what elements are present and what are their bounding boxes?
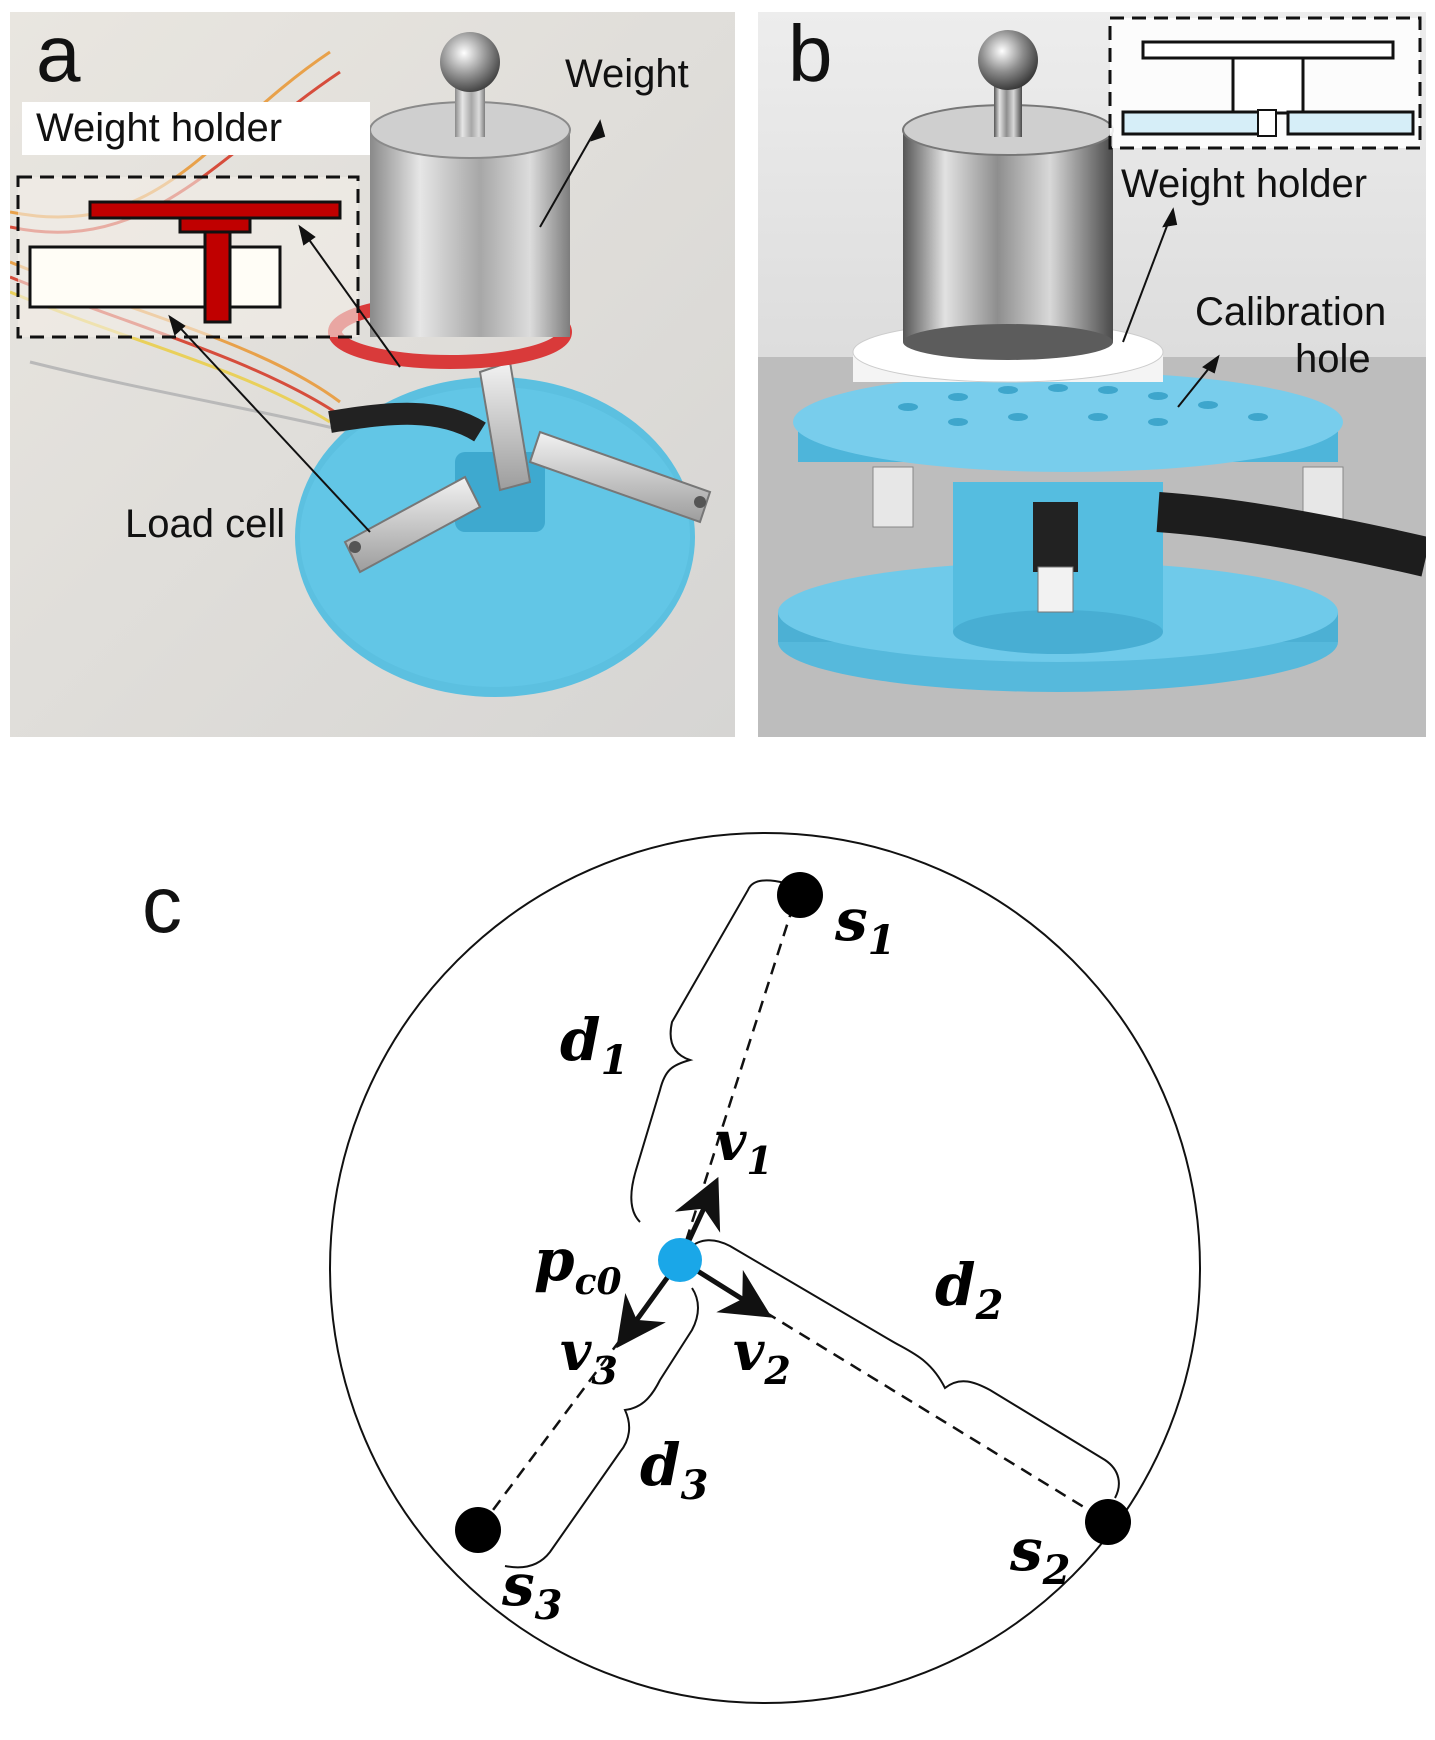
panel-a-letter: a <box>36 12 81 98</box>
panel-b-letter: b <box>788 12 833 98</box>
top-plate <box>793 372 1343 472</box>
panel-b: b Weight holder Calibration hole <box>758 12 1426 737</box>
label-d2: d2 <box>935 1251 1003 1329</box>
panel-a-photo <box>10 12 735 737</box>
holder-schematic-b <box>1108 16 1422 150</box>
brace-d3 <box>504 1287 699 1569</box>
platform-circle <box>329 832 1201 1704</box>
label-s1: s1 <box>834 886 896 964</box>
panel-a: a Weight Weight holder Load cell <box>10 12 735 737</box>
load-cell-label: Load cell <box>125 502 286 546</box>
line-s3 <box>476 1259 682 1531</box>
panel-a-arrows <box>168 119 606 533</box>
sensor-s3 <box>455 1507 501 1553</box>
label-v3: v3 <box>560 1319 618 1393</box>
load-cell-bars <box>343 360 712 574</box>
panel-c-letter: c <box>142 860 182 949</box>
sensor-lines <box>476 899 1106 1531</box>
center-point <box>658 1238 702 1282</box>
panel-c-diagram: s1 s2 s3 pc0 v1 v2 v3 d1 d2 d3 <box>329 832 1201 1704</box>
panel-b-arrows <box>1122 207 1220 408</box>
sensor-s1 <box>777 872 823 918</box>
label-s3: s3 <box>501 1551 563 1629</box>
hole-label: hole <box>1295 337 1371 381</box>
label-v1: v1 <box>715 1109 773 1183</box>
weight-cylinder <box>370 127 570 337</box>
weight-holder-label-a: Weight holder <box>22 102 370 155</box>
weight-cylinder <box>903 127 1113 342</box>
calibration-label: Calibration <box>1195 290 1387 334</box>
cable <box>328 402 486 442</box>
weight-knob <box>440 32 500 92</box>
calibration-holes <box>898 384 1268 426</box>
sensor-s2 <box>1085 1499 1131 1545</box>
label-d1: d1 <box>560 1006 628 1084</box>
panel-b-photo <box>758 12 1426 737</box>
brace-d1 <box>630 879 786 1223</box>
brace-d2 <box>689 1239 1120 1499</box>
holder-schematic <box>16 175 360 339</box>
label-v2: v2 <box>733 1319 791 1393</box>
label-s2: s2 <box>1009 1516 1071 1594</box>
weight-knob <box>978 30 1038 90</box>
label-d3: d3 <box>640 1431 708 1509</box>
cable <box>1156 492 1426 577</box>
label-pc0: pc0 <box>534 1226 622 1303</box>
weight-holder-label-b: Weight holder <box>1121 162 1368 206</box>
distance-braces <box>504 879 1120 1569</box>
line-s1 <box>678 899 797 1261</box>
weight-label: Weight <box>565 52 689 96</box>
